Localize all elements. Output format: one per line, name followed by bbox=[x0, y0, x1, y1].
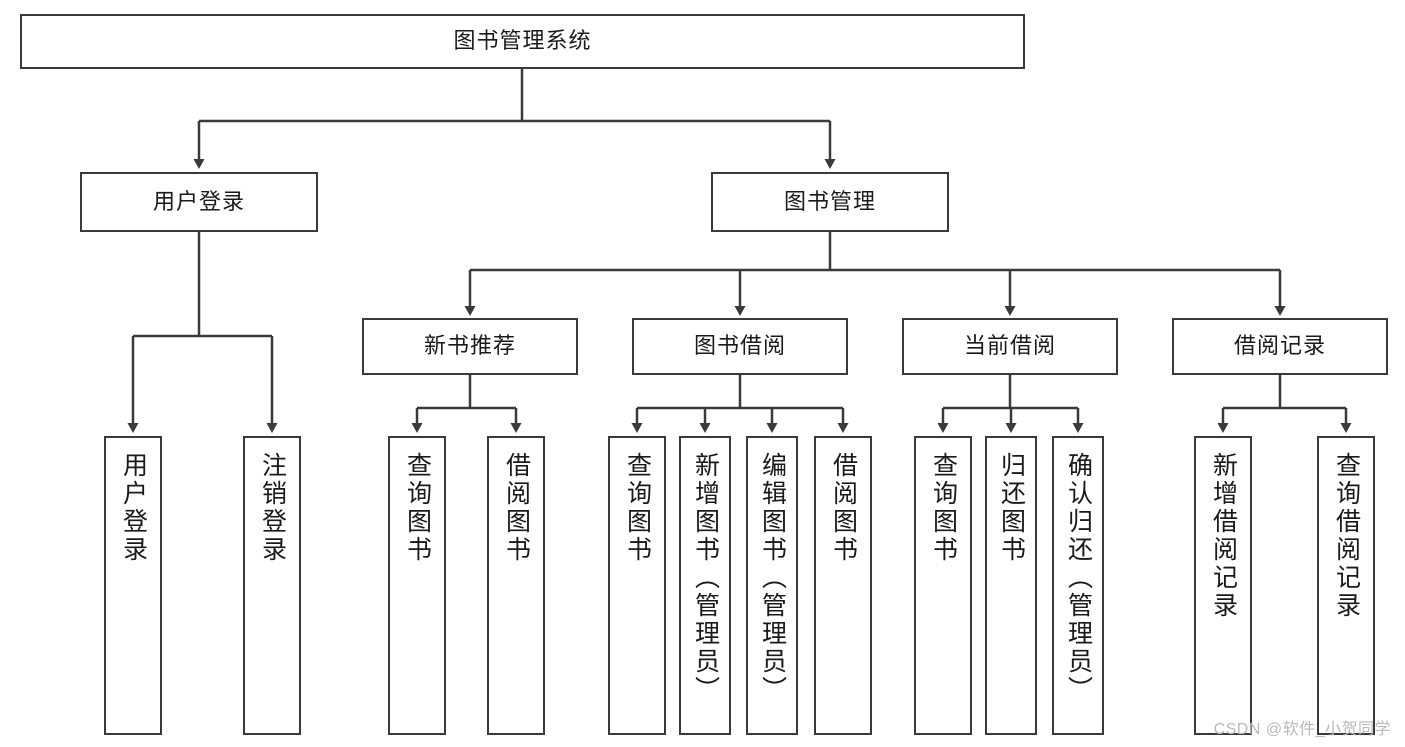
node-book-management[interactable]: 图书管理 bbox=[711, 172, 949, 232]
leaf-add-book-admin-label: 新增图书（管理员） bbox=[691, 452, 720, 704]
node-book-borrow-label: 图书借阅 bbox=[693, 333, 786, 359]
leaf-logout-label: 注销登录 bbox=[258, 452, 287, 564]
leaf-query-borrow-record-label: 查询借阅记录 bbox=[1332, 452, 1361, 620]
leaf-user-login[interactable]: 用户登录 bbox=[104, 436, 162, 735]
leaf-query-book-current[interactable]: 查询图书 bbox=[914, 436, 972, 735]
leaf-confirm-return-admin-label: 确认归还（管理员） bbox=[1064, 452, 1093, 704]
node-current-borrow-label: 当前借阅 bbox=[963, 333, 1056, 359]
leaf-edit-book-admin-label: 编辑图书（管理员） bbox=[758, 452, 787, 704]
node-book-borrow[interactable]: 图书借阅 bbox=[632, 318, 848, 375]
leaf-query-book-recommend[interactable]: 查询图书 bbox=[388, 436, 446, 735]
leaf-user-login-label: 用户登录 bbox=[119, 452, 148, 564]
node-borrow-record-label: 借阅记录 bbox=[1233, 333, 1326, 359]
leaf-borrow-book-label: 借阅图书 bbox=[829, 452, 858, 564]
node-root[interactable]: 图书管理系统 bbox=[20, 14, 1025, 69]
node-new-book-recommend-label: 新书推荐 bbox=[423, 333, 516, 359]
leaf-borrow-book-recommend[interactable]: 借阅图书 bbox=[487, 436, 545, 735]
node-user-login[interactable]: 用户登录 bbox=[80, 172, 318, 232]
node-borrow-record[interactable]: 借阅记录 bbox=[1172, 318, 1388, 375]
node-user-login-label: 用户登录 bbox=[152, 188, 245, 214]
leaf-query-book-borrow[interactable]: 查询图书 bbox=[608, 436, 666, 735]
leaf-confirm-return-admin[interactable]: 确认归还（管理员） bbox=[1052, 436, 1104, 735]
node-current-borrow[interactable]: 当前借阅 bbox=[902, 318, 1118, 375]
leaf-query-book-recommend-label: 查询图书 bbox=[403, 452, 432, 564]
node-new-book-recommend[interactable]: 新书推荐 bbox=[362, 318, 578, 375]
leaf-query-borrow-record[interactable]: 查询借阅记录 bbox=[1317, 436, 1375, 735]
leaf-query-book-borrow-label: 查询图书 bbox=[623, 452, 652, 564]
leaf-borrow-book-recommend-label: 借阅图书 bbox=[502, 452, 531, 564]
leaf-return-book[interactable]: 归还图书 bbox=[985, 436, 1037, 735]
leaf-add-borrow-record[interactable]: 新增借阅记录 bbox=[1194, 436, 1252, 735]
leaf-logout[interactable]: 注销登录 bbox=[243, 436, 301, 735]
node-root-label: 图书管理系统 bbox=[453, 28, 592, 54]
leaf-edit-book-admin[interactable]: 编辑图书（管理员） bbox=[746, 436, 798, 735]
leaf-return-book-label: 归还图书 bbox=[997, 452, 1026, 564]
node-book-management-label: 图书管理 bbox=[783, 188, 876, 214]
leaf-add-borrow-record-label: 新增借阅记录 bbox=[1209, 452, 1238, 620]
watermark: CSDN @软件_小贺同学 bbox=[1213, 721, 1391, 738]
leaf-borrow-book[interactable]: 借阅图书 bbox=[814, 436, 872, 735]
leaf-add-book-admin[interactable]: 新增图书（管理员） bbox=[679, 436, 731, 735]
leaf-query-book-current-label: 查询图书 bbox=[929, 452, 958, 564]
